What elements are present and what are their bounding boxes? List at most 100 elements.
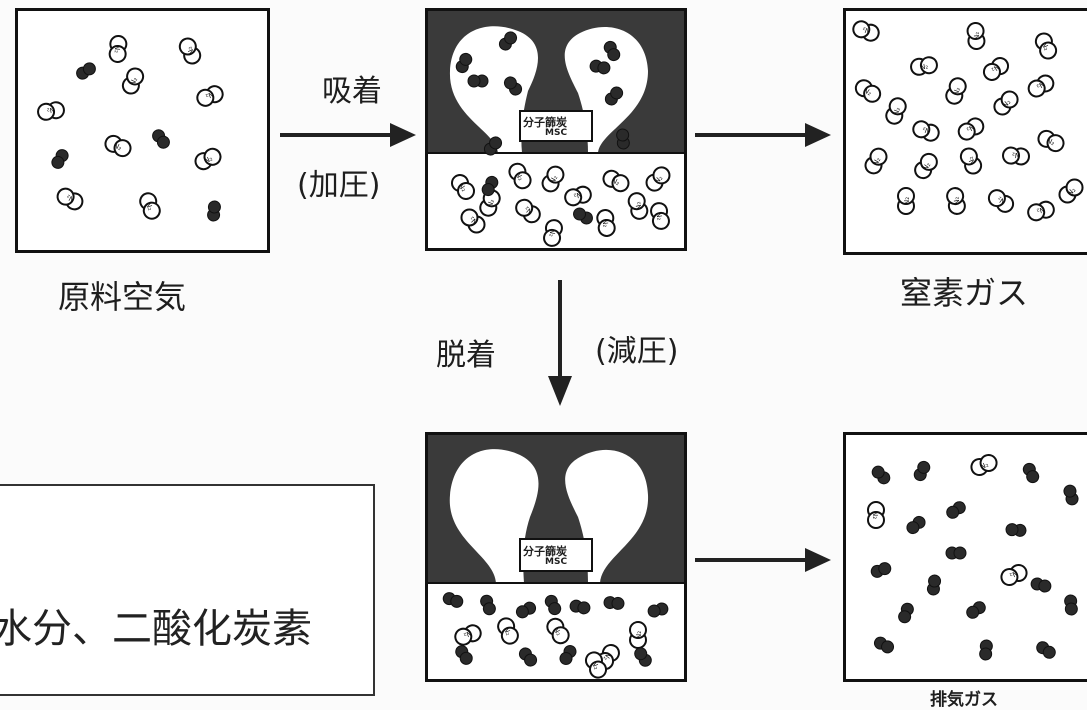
nitrogen-molecule: N₂: [139, 192, 161, 220]
svg-text:N₂: N₂: [462, 629, 472, 639]
nitrogen-molecule: N₂: [959, 147, 983, 175]
svg-text:N₂: N₂: [468, 214, 479, 225]
impurity-molecule: [634, 647, 652, 667]
nitrogen-molecule: N₂: [970, 453, 998, 477]
depressurize-label: (減圧): [595, 334, 679, 369]
nitrogen-molecule: N₂: [460, 208, 486, 234]
impurity-molecule: [604, 86, 624, 106]
svg-text:N₂: N₂: [653, 174, 664, 185]
svg-text:N₂: N₂: [573, 190, 583, 200]
svg-text:N₂: N₂: [1036, 205, 1046, 215]
nitrogen-molecule: N₂: [37, 101, 65, 121]
nitrogen-molecule: N₂: [108, 35, 128, 63]
msc-top-en: MSC: [545, 128, 568, 138]
impurity-molecule: [455, 645, 473, 665]
svg-text:N₂: N₂: [921, 125, 931, 135]
svg-text:N₂: N₂: [871, 156, 882, 167]
nitrogen-molecule: N₂: [584, 651, 608, 679]
nitrogen-molecule: N₂: [194, 147, 222, 171]
svg-text:N₂: N₂: [1012, 151, 1021, 160]
svg-text:N₂: N₂: [965, 123, 976, 134]
svg-text:N₂: N₂: [204, 90, 215, 100]
svg-text:N₂: N₂: [862, 86, 873, 97]
svg-text:N₂: N₂: [65, 193, 76, 204]
svg-text:N₂: N₂: [903, 197, 911, 205]
nitrogen-molecule: N₂: [987, 189, 1015, 213]
nitrogen-molecule: N₂: [1037, 129, 1065, 153]
exhaust-arrow: [695, 548, 831, 572]
pressurize-label: (加圧): [297, 168, 381, 203]
msc-label-box-bottom: [519, 538, 593, 572]
nitrogen-molecule: N₂: [596, 209, 616, 237]
impurity-molecule: [589, 59, 611, 75]
impurity-molecule: [518, 647, 538, 667]
svg-text:N₂: N₂: [654, 211, 663, 221]
raw-air-label: 原料空気: [58, 278, 187, 316]
pore-left-bottom: [449, 449, 539, 583]
svg-text:N₂: N₂: [1008, 569, 1019, 580]
impurity-molecule: [498, 31, 518, 51]
svg-text:N₂: N₂: [552, 626, 563, 637]
svg-text:N₂: N₂: [996, 194, 1007, 205]
nitrogen-molecule: N₂: [912, 120, 940, 142]
impurity-molecule: [152, 129, 170, 149]
nitrogen-molecule: N₂: [479, 189, 501, 217]
svg-text:N₂: N₂: [548, 174, 559, 185]
impurity-molecule: [207, 200, 221, 222]
nitrogen-molecule: N₂: [1027, 74, 1055, 98]
adsorption-arrow: [280, 123, 416, 147]
impurity-molecule: [515, 601, 537, 619]
nitrogen-molecule: N₂: [1034, 32, 1058, 60]
svg-text:N₂: N₂: [979, 461, 990, 472]
nitrogen-molecule: N₂: [497, 617, 519, 645]
nitrogen-molecule: N₂: [454, 624, 482, 646]
nitrogen-molecule: N₂: [515, 198, 541, 224]
nitrogen-molecule: N₂: [1027, 200, 1055, 222]
nitrogen-molecule: N₂: [104, 134, 132, 158]
nitrogen-molecule: N₂: [1058, 178, 1084, 204]
impurity-molecule: [467, 74, 489, 88]
svg-text:N₂: N₂: [457, 182, 468, 193]
nitrogen-molecule: N₂: [854, 79, 882, 103]
impurity-molecule: [966, 601, 986, 619]
nitrogen-molecule: N₂: [629, 621, 647, 649]
svg-text:N₂: N₂: [600, 219, 609, 228]
impurity-molecule: [1022, 462, 1040, 484]
svg-text:N₂: N₂: [635, 631, 643, 639]
impurity-molecule: [870, 562, 892, 578]
impurity-molecule: [616, 128, 630, 150]
nitrogen-molecule: N₂: [946, 187, 966, 215]
nitrogen-arrow: [695, 123, 831, 147]
impurity-molecule: [926, 574, 942, 596]
adsorption-label: 吸着: [322, 74, 382, 109]
impurity-molecule: [1030, 577, 1052, 593]
desorption-label: 脱着: [436, 338, 496, 373]
svg-text:N₂: N₂: [486, 198, 496, 208]
impurity-molecule: [906, 515, 926, 535]
nitrogen-gas-label: 窒素ガス: [900, 274, 1029, 312]
impurity-molecule: [1036, 641, 1056, 659]
impurity-molecule: [455, 52, 473, 74]
msc-top-jp: 分子篩炭: [523, 116, 567, 129]
nitrogen-molecule: N₂: [1002, 146, 1030, 166]
msc-bottom-jp: 分子篩炭: [523, 545, 567, 558]
nitrogen-molecule: N₂: [602, 169, 630, 193]
impurity-molecule: [979, 639, 993, 661]
svg-text:N₂: N₂: [1040, 41, 1051, 52]
svg-text:N₂: N₂: [601, 651, 612, 662]
nitrogen-molecule: N₂: [178, 37, 202, 65]
nitrogen-molecule: N₂: [1000, 563, 1028, 587]
nitrogen-molecule: N₂: [650, 202, 670, 230]
impurity-molecule: [873, 636, 895, 654]
nitrogen-molecule: N₂: [982, 57, 1010, 81]
exhaust-gas-label: 排気ガス: [930, 690, 998, 710]
svg-text:N₂: N₂: [203, 154, 214, 165]
